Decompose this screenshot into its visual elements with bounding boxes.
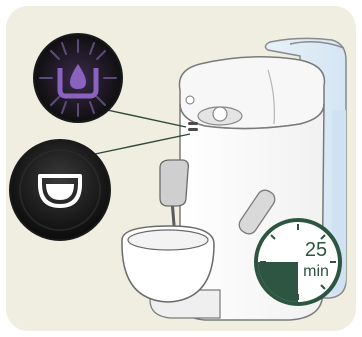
machine-power-light xyxy=(186,96,194,104)
timer-icon: 25 min xyxy=(254,218,342,306)
cup-indicator xyxy=(10,140,110,240)
timer-value: 25 xyxy=(305,239,327,261)
steam-indicator xyxy=(34,34,122,122)
timer-unit: min xyxy=(303,263,329,280)
machine-dial xyxy=(213,107,227,121)
